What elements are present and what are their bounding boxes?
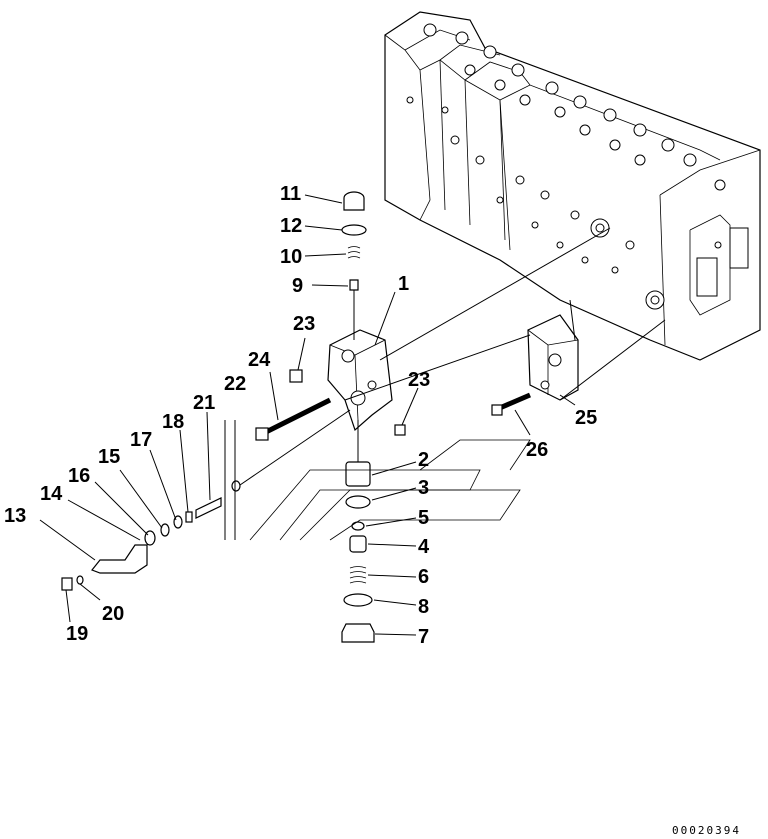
callout-26: 26 [526, 439, 548, 461]
callout-4: 4 [418, 536, 430, 558]
callout-8: 8 [418, 596, 429, 618]
callout-1: 1 [398, 273, 409, 295]
leader-lines [39, 194, 576, 636]
callout-labels: 1 2 3 4 5 6 7 8 9 10 11 12 13 14 15 16 1… [4, 183, 597, 648]
callout-15: 15 [98, 446, 120, 468]
callout-17: 17 [130, 429, 152, 451]
relief-valve-parts [61, 480, 241, 591]
callout-20: 20 [102, 603, 124, 625]
callout-5: 5 [418, 507, 429, 529]
callout-7: 7 [418, 626, 429, 648]
guide-lines [224, 227, 666, 541]
callout-22: 22 [224, 373, 246, 395]
control-valve-body [384, 11, 761, 361]
callout-14: 14 [40, 483, 63, 505]
document-number: 00020394 [672, 824, 741, 837]
callout-9: 9 [292, 275, 303, 297]
callout-24: 24 [248, 349, 271, 371]
callout-3: 3 [418, 477, 429, 499]
valve-housing [327, 329, 393, 432]
callout-16: 16 [68, 465, 90, 487]
plug-stack [341, 191, 367, 340]
piston-stack [341, 420, 375, 643]
callout-2: 2 [418, 449, 429, 471]
callout-23b: 23 [408, 369, 430, 391]
callout-10: 10 [280, 246, 302, 268]
callout-11: 11 [280, 183, 301, 205]
callout-19: 19 [66, 623, 88, 645]
callout-13: 13 [4, 505, 26, 527]
callout-21: 21 [193, 392, 215, 414]
callout-25: 25 [575, 407, 597, 429]
bolts [255, 369, 531, 441]
callout-23a: 23 [293, 313, 315, 335]
callout-6: 6 [418, 566, 429, 588]
callout-18: 18 [162, 411, 184, 433]
cover [527, 314, 579, 401]
callout-12: 12 [280, 215, 302, 237]
